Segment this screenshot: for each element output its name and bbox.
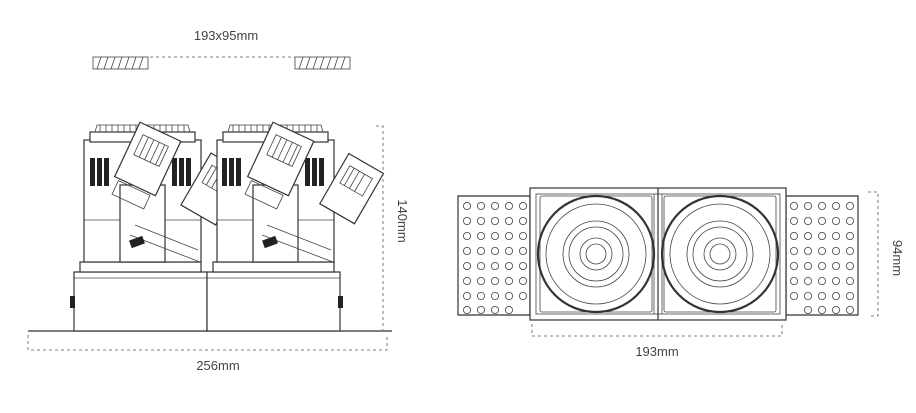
cutout-dimension: 193x95mm — [92, 28, 351, 70]
plan-depth-label: 94mm — [890, 240, 905, 276]
side-width-label: 256mm — [196, 358, 239, 373]
height-label: 140mm — [395, 199, 410, 242]
perforated-panel-left — [457, 195, 531, 316]
cutout-hatch-right — [294, 56, 351, 70]
side-elevation: 140mm 256mm — [27, 121, 410, 373]
plan-width-label: 193mm — [635, 344, 678, 359]
cutout-label: 193x95mm — [194, 28, 258, 43]
plan-view: 94mm 193mm — [457, 187, 905, 359]
perforated-panel-right — [785, 195, 859, 316]
luminaire-module-left — [83, 121, 247, 263]
luminaire-module-right — [216, 121, 385, 263]
trim-box-right — [206, 271, 341, 332]
trim-box-left — [73, 271, 208, 332]
lens-left — [536, 194, 656, 314]
cutout-hatch-left — [92, 56, 149, 70]
lens-right — [660, 194, 780, 314]
